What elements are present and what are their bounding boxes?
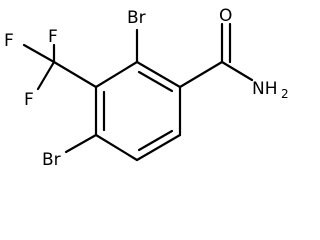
ring-double-bond-c3-c4 xyxy=(137,129,174,152)
atom-label-f-left: F xyxy=(24,90,34,110)
atom-label-br-bottom: Br xyxy=(42,150,61,170)
bond-c6-cf3 xyxy=(52,60,98,89)
ring-double-bond-c1-c2 xyxy=(137,70,174,93)
ring-bond-c1-c2 xyxy=(135,60,182,89)
ring-bond-c6-c1 xyxy=(94,60,139,89)
atom-label-f-top-left: F xyxy=(4,31,14,51)
bond-cf3-f-left xyxy=(36,60,56,91)
bond-cf3-f-top-left xyxy=(22,43,56,64)
ring-bond-c3-c4 xyxy=(135,133,182,162)
bond-c4-br xyxy=(64,133,98,154)
atom-label-br-top: Br xyxy=(127,8,146,28)
benzene-ring xyxy=(94,60,182,162)
bond-carbonyl-n xyxy=(220,60,254,82)
ring-bond-c4-c5 xyxy=(94,133,139,162)
atom-label-nh-subscript: 2 xyxy=(281,87,289,101)
bond-c2-carbonyl xyxy=(178,60,224,89)
chemical-structure-diagram: Br Br F F F O NH 2 xyxy=(4,6,289,170)
atom-label-f-top-right: F xyxy=(48,27,58,47)
atom-label-o: O xyxy=(219,6,232,26)
atom-label-nh: NH xyxy=(252,79,278,99)
